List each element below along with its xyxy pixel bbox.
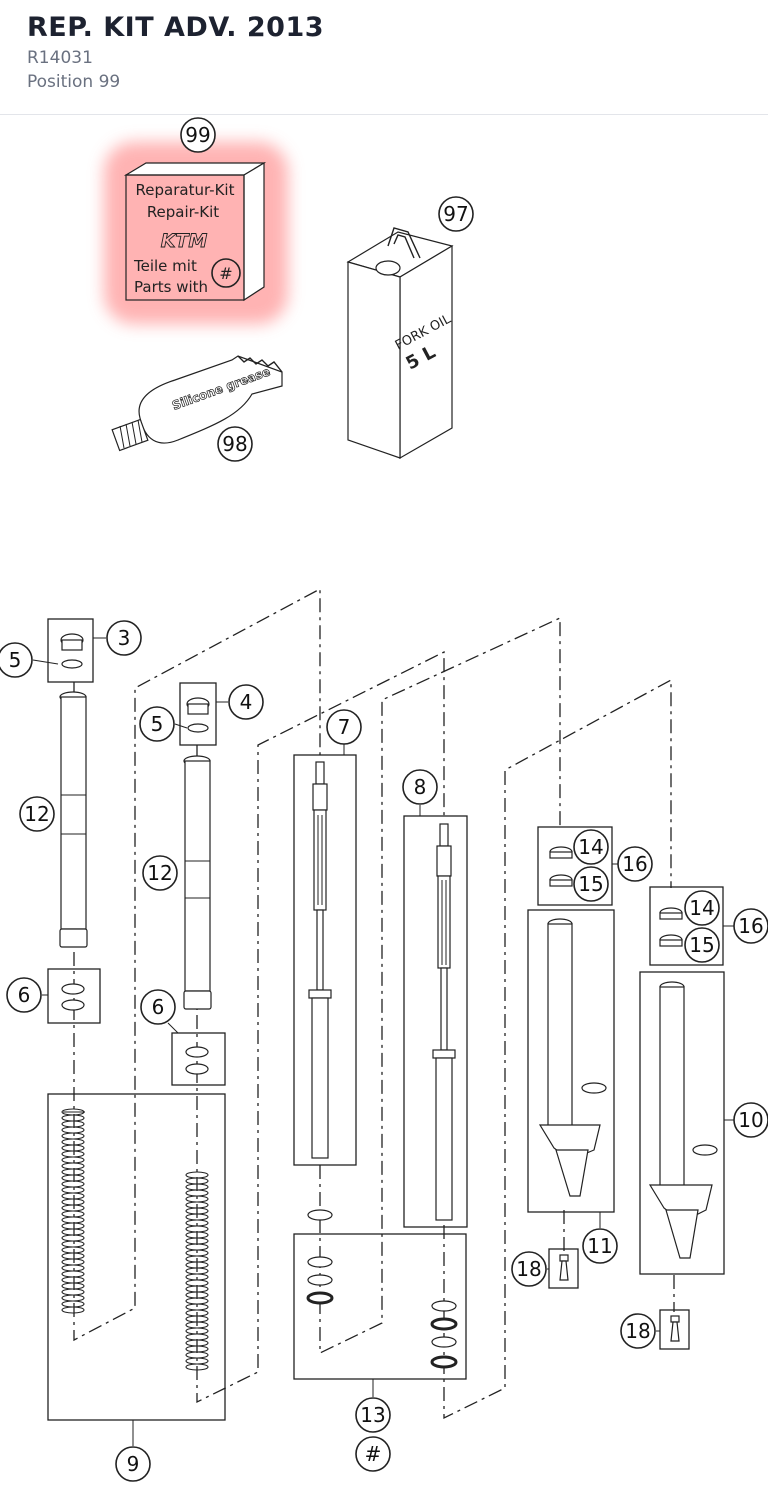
callout-11[interactable]: 11: [582, 1228, 618, 1264]
svg-text:16: 16: [622, 852, 647, 876]
callout-13[interactable]: 13: [355, 1397, 391, 1433]
exploded-parts-diagram: Reparatur-Kit Repair-Kit KTM Teile mit P…: [0, 117, 768, 1482]
callout-18-lower[interactable]: 18: [620, 1313, 656, 1349]
kit-parts-de: Teile mit: [133, 257, 197, 275]
fork-tube-left[interactable]: [59, 691, 88, 948]
kit-hash-mark: #: [219, 264, 232, 283]
svg-text:18: 18: [516, 1257, 541, 1281]
svg-text:18: 18: [625, 1319, 650, 1343]
callout-14-upper[interactable]: 14: [573, 829, 609, 865]
part-box-18-lower: [659, 1309, 690, 1350]
svg-text:#: #: [365, 1442, 382, 1466]
callout-6-right[interactable]: 6: [140, 989, 176, 1025]
outer-fork-tube-11[interactable]: [538, 918, 607, 1197]
part-box-13: [293, 1233, 467, 1380]
fork-oil-can[interactable]: FORK OIL 5 L: [346, 227, 454, 460]
leader-lines: [32, 637, 734, 1446]
svg-text:5: 5: [151, 712, 164, 736]
kit-label-en: Repair-Kit: [147, 203, 219, 221]
callout-hash[interactable]: #: [355, 1436, 391, 1472]
callout-98[interactable]: 98: [217, 426, 253, 462]
callout-15-upper[interactable]: 15: [573, 866, 609, 902]
part-box-10: [639, 971, 725, 1275]
silicone-grease-tube[interactable]: Silicone grease: [111, 355, 283, 452]
part-box-6-right: [171, 1032, 226, 1086]
svg-text:5: 5: [9, 648, 22, 672]
kit-label-de: Reparatur-Kit: [136, 181, 235, 199]
callout-5-right[interactable]: 5: [139, 706, 175, 742]
svg-text:99: 99: [185, 123, 210, 147]
svg-text:14: 14: [578, 835, 603, 859]
callout-7[interactable]: 7: [326, 709, 362, 745]
svg-text:4: 4: [240, 690, 253, 714]
damper-cartridge-8[interactable]: [432, 823, 456, 1221]
part-box-16-upper: [537, 826, 613, 906]
fork-tube-right[interactable]: [183, 755, 212, 1010]
svg-text:13: 13: [360, 1403, 385, 1427]
svg-text:15: 15: [689, 933, 714, 957]
callout-15-lower[interactable]: 15: [684, 927, 720, 963]
callout-99[interactable]: 99: [180, 117, 216, 153]
svg-text:12: 12: [147, 861, 172, 885]
callout-8[interactable]: 8: [402, 769, 438, 805]
part-box-9: [47, 1093, 226, 1421]
svg-text:3: 3: [118, 626, 131, 650]
page-header: REP. KIT ADV. 2013 R14031 Position 99: [0, 0, 768, 115]
callout-16-lower[interactable]: 16: [733, 908, 768, 944]
svg-text:98: 98: [222, 432, 247, 456]
page-title: REP. KIT ADV. 2013: [27, 12, 325, 43]
part-box-8: [403, 815, 468, 1228]
svg-text:97: 97: [443, 202, 468, 226]
callout-9[interactable]: 9: [115, 1446, 151, 1482]
fork-spring-right[interactable]: [185, 1171, 209, 1371]
svg-text:16: 16: [738, 914, 763, 938]
callout-6-left[interactable]: 6: [6, 977, 42, 1013]
callout-5-left[interactable]: 5: [0, 642, 33, 678]
kit-highlight: [104, 142, 288, 324]
ktm-logo: KTM: [161, 230, 208, 252]
svg-text:14: 14: [689, 896, 714, 920]
callout-18-upper[interactable]: 18: [511, 1251, 547, 1287]
damper-cartridge-7[interactable]: [308, 761, 332, 1159]
svg-text:12: 12: [24, 802, 49, 826]
position-label: Position 99: [27, 72, 121, 92]
repair-kit-box[interactable]: Reparatur-Kit Repair-Kit KTM Teile mit P…: [123, 161, 267, 302]
outer-fork-tube-10[interactable]: [648, 981, 718, 1259]
svg-text:15: 15: [578, 872, 603, 896]
svg-text:8: 8: [414, 775, 427, 799]
part-box-7: [293, 754, 357, 1166]
part-box-6-left: [47, 968, 101, 1024]
callout-12-right[interactable]: 12: [142, 855, 178, 891]
callout-16-upper[interactable]: 16: [617, 846, 653, 882]
svg-text:9: 9: [127, 1452, 140, 1476]
svg-text:10: 10: [738, 1108, 763, 1132]
callout-14-lower[interactable]: 14: [684, 890, 720, 926]
svg-text:6: 6: [152, 995, 165, 1019]
seal-kit-13[interactable]: [306, 1209, 458, 1369]
part-box-11: [527, 909, 615, 1213]
part-box-3: [47, 618, 94, 683]
callout-10[interactable]: 10: [733, 1102, 768, 1138]
callout-3[interactable]: 3: [106, 620, 142, 656]
callout-4[interactable]: 4: [228, 684, 264, 720]
part-number: R14031: [27, 48, 93, 68]
callout-12-left[interactable]: 12: [19, 796, 55, 832]
svg-text:11: 11: [587, 1234, 612, 1258]
fork-spring-left[interactable]: [61, 1108, 85, 1314]
part-box-4: [179, 682, 217, 746]
svg-text:6: 6: [18, 983, 31, 1007]
svg-text:7: 7: [338, 715, 351, 739]
callout-97[interactable]: 97: [438, 196, 474, 232]
kit-parts-en: Parts with: [134, 278, 208, 296]
